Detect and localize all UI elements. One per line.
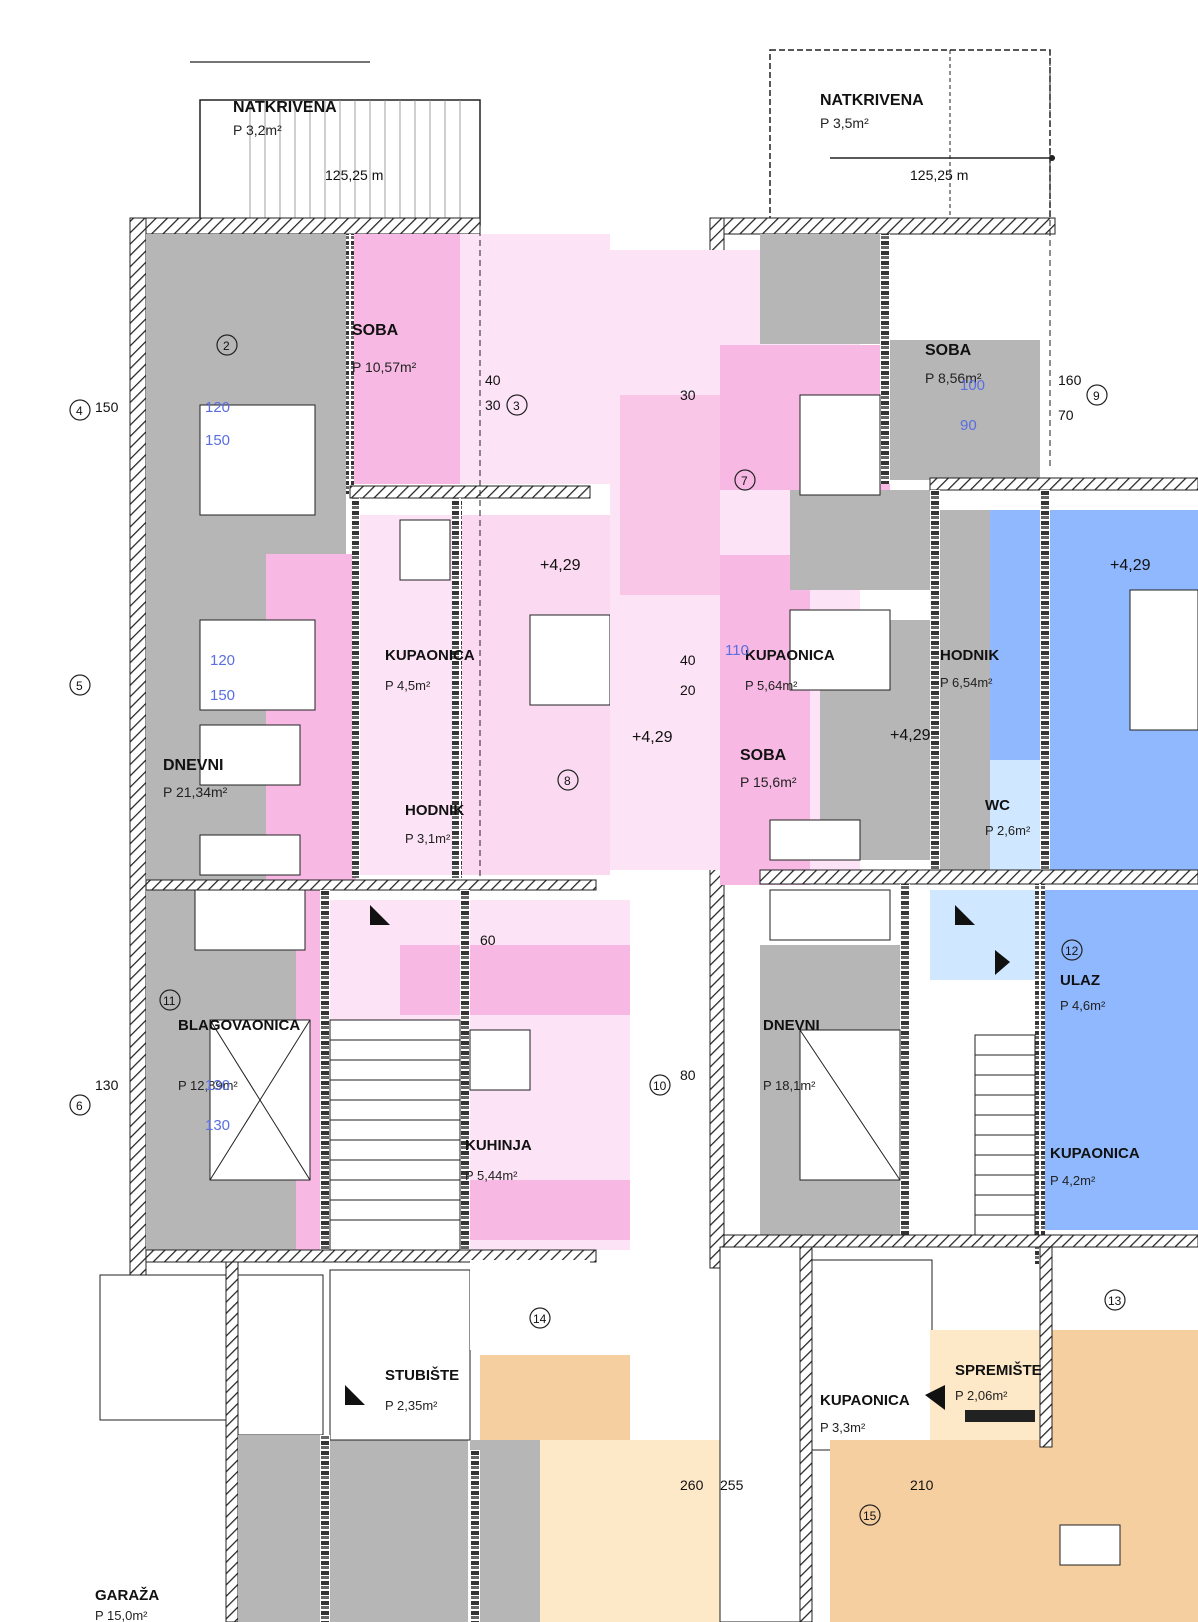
circle-label-9: 10	[653, 1079, 667, 1093]
circle-markers	[69, 334, 1126, 1526]
height-mark-4: +4,29	[1110, 557, 1151, 574]
room-label-dining-1: BLAGOVAONICA	[178, 1017, 300, 1034]
room-area-hall-1: P 3,1m²	[405, 831, 451, 846]
room-label-terrace-left: NATKRIVENA	[233, 99, 337, 116]
circle-label-10: 11	[163, 994, 176, 1008]
room-label-wc-1: WC	[985, 797, 1010, 814]
terrace-right	[769, 49, 1055, 226]
room-label-terrace-right: NATKRIVENA	[820, 92, 924, 109]
room-area-kupaonica-4: P 3,3m²	[820, 1420, 866, 1435]
room-label-kupaonica-4: KUPAONICA	[820, 1392, 910, 1409]
circle-label-2: 3	[513, 399, 520, 413]
circle-label-13: 14	[533, 1312, 547, 1326]
dim-mark-12: 260	[680, 1477, 704, 1493]
circle-label-7: 8	[564, 774, 571, 788]
room-area-bedroom-2: P 8,56m²	[925, 370, 982, 386]
room-label-stair-1: STUBIŠTE	[385, 1366, 459, 1384]
room-label-kitchen-1: KUHINJA	[465, 1137, 532, 1154]
dim-mark-6: 130	[95, 1077, 119, 1093]
room-area-hall-2: P 6,54m²	[940, 675, 993, 690]
window-size-4: 150	[210, 687, 235, 704]
window-size-3: 120	[210, 652, 235, 669]
circle-label-14: 15	[863, 1509, 877, 1523]
room-area-storage-1: P 2,06m²	[955, 1388, 1008, 1403]
dim-mark-5: 40	[680, 652, 696, 668]
room-label-bathroom-2: KUPAONICA	[745, 647, 835, 664]
room-label-entry-1: ULAZ	[1060, 972, 1100, 989]
room-area-living-2: P 18,1m²	[763, 1078, 816, 1093]
circle-label-6: 7	[741, 474, 748, 488]
room-label-garage: GARAŽA	[95, 1586, 159, 1604]
room-label-bathroom-1: KUPAONICA	[385, 647, 475, 664]
window-size-7: 100	[960, 377, 985, 394]
window-size-8: 90	[960, 417, 977, 434]
circle-marker-labels: 2 3 4 5 6 7 8 9 10 11 12 13 14 15	[76, 339, 1122, 1523]
room-area-kitchen-1: P 5,44m²	[465, 1168, 518, 1183]
left-lower	[99, 1260, 775, 1622]
room-area-bedroom-3: P 15,6m²	[740, 774, 797, 790]
circle-label-4: 5	[76, 679, 83, 693]
room-area-bath-3: P 4,2m²	[1050, 1173, 1096, 1188]
room-area-garage: P 15,0m²	[95, 1608, 148, 1622]
room-area-living-1: P 21,34m²	[163, 784, 228, 800]
window-size-1: 120	[205, 399, 230, 416]
terrace-length-right: 125,25 m	[910, 167, 968, 183]
dim-mark-7: 150	[95, 399, 119, 415]
window-size-5: 130	[205, 1077, 230, 1094]
room-label-bedroom-2: SOBA	[925, 342, 972, 359]
room-label-bedroom-3: SOBA	[740, 747, 787, 764]
room-label-living-2: DNEVNI	[763, 1017, 820, 1034]
room-area-bathroom-1: P 4,5m²	[385, 678, 431, 693]
room-label-bath-3: KUPAONICA	[1050, 1145, 1140, 1162]
dim-mark-2: 30	[485, 397, 501, 413]
window-size-2: 150	[205, 432, 230, 449]
circle-label-11: 12	[1065, 944, 1079, 958]
room-label-hall-1: HODNIK	[405, 802, 464, 819]
room-area-entry-1: P 4,6m²	[1060, 998, 1106, 1013]
dim-mark-14: 210	[910, 1477, 934, 1493]
height-mark-2: +4,29	[632, 729, 673, 746]
room-label-storage-1: SPREMIŠTE	[955, 1361, 1042, 1379]
room-area-stair-1: P 2,35m²	[385, 1398, 438, 1413]
triangle-markers	[345, 905, 1010, 1410]
circle-label-12: 13	[1108, 1294, 1122, 1308]
terrace-length-left: 125,25 m	[325, 167, 383, 183]
dim-mark-11: 60	[480, 932, 496, 948]
circle-label-3: 4	[76, 404, 83, 418]
left-unit	[129, 100, 630, 1279]
room-label-bedroom-1: SOBA	[352, 322, 399, 339]
dim-mark-8: 160	[1058, 372, 1082, 388]
circle-label-8: 9	[1093, 389, 1100, 403]
room-labels: NATKRIVENA P 3,2m² NATKRIVENA P 3,5m² SO…	[95, 92, 1140, 1622]
room-label-hall-2: HODNIK	[940, 647, 999, 664]
room-area-dining-1: P 12,89m²	[178, 1078, 238, 1093]
window-size-6: 130	[205, 1117, 230, 1134]
terrace-left	[190, 61, 481, 226]
dim-mark-1: 40	[485, 372, 501, 388]
right-unit	[610, 50, 1198, 1269]
circle-label-5: 6	[76, 1099, 83, 1113]
dim-mark-13: 255	[720, 1477, 744, 1493]
dim-mark-9: 70	[1058, 407, 1074, 423]
height-mark-3: +4,29	[890, 727, 931, 744]
room-label-living-1: DNEVNI	[163, 757, 223, 774]
room-area-bedroom-1: P 10,57m²	[352, 359, 417, 375]
dim-mark-4: 30	[680, 387, 696, 403]
dimension-annotations: 125,25 m 125,25 m +4,29 +4,29 +4,29 +4,2…	[95, 167, 1151, 1493]
circle-label-1: 2	[223, 339, 230, 353]
height-mark-1: +4,29	[540, 557, 581, 574]
right-lower	[719, 1246, 1198, 1622]
room-area-bathroom-2: P 5,64m²	[745, 678, 798, 693]
dim-mark-10: 80	[680, 1067, 696, 1083]
dim-mark-3: 20	[680, 682, 696, 698]
room-area-terrace-left: P 3,2m²	[233, 122, 282, 138]
room-area-terrace-right: P 3,5m²	[820, 115, 869, 131]
window-size-9: 110	[725, 642, 749, 659]
room-area-wc-1: P 2,6m²	[985, 823, 1031, 838]
